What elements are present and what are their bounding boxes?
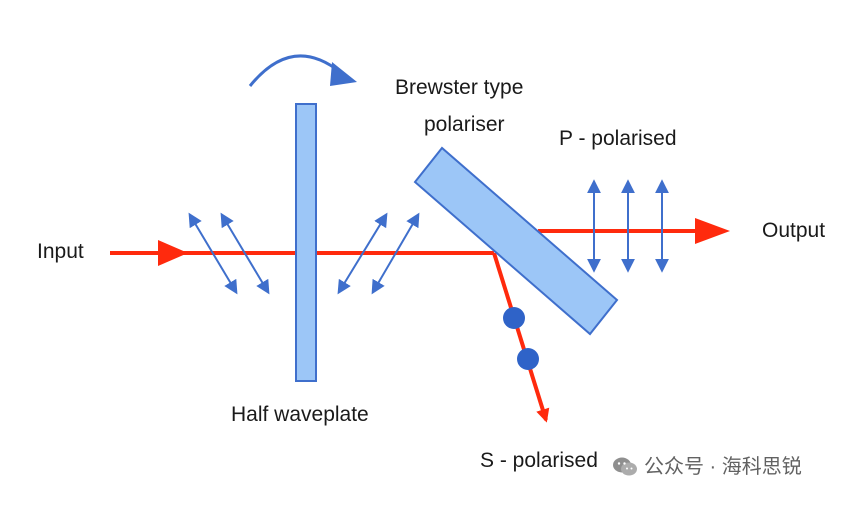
polariser-label-line1: Brewster type — [395, 76, 524, 99]
half-waveplate — [295, 103, 317, 382]
p-polarised-label: P - polarised — [559, 127, 677, 150]
output-label: Output — [762, 219, 826, 242]
input-beam-arrowhead — [158, 240, 188, 266]
rotation-arrow — [248, 54, 341, 87]
s-polarisation-dot — [517, 348, 539, 370]
wechat-icon — [613, 457, 637, 476]
rotation-arrowhead — [330, 62, 357, 86]
watermark: 公众号 · 海科思锐 — [612, 456, 802, 478]
half-waveplate-label: Half waveplate — [231, 403, 369, 426]
s-polarisation-dot — [503, 307, 525, 329]
polariser-label-line2: polariser — [424, 113, 505, 136]
watermark-text: 公众号 · 海科思锐 — [644, 456, 802, 478]
output-beam-arrowhead — [695, 218, 730, 244]
input-polarisation-arrow — [220, 212, 270, 295]
rotated-polarisation-arrow — [371, 212, 420, 295]
s-beam — [492, 252, 550, 423]
s-polarised-label: S - polarised — [480, 449, 598, 472]
brewster-polariser — [413, 146, 619, 336]
input-label: Input — [37, 240, 84, 263]
